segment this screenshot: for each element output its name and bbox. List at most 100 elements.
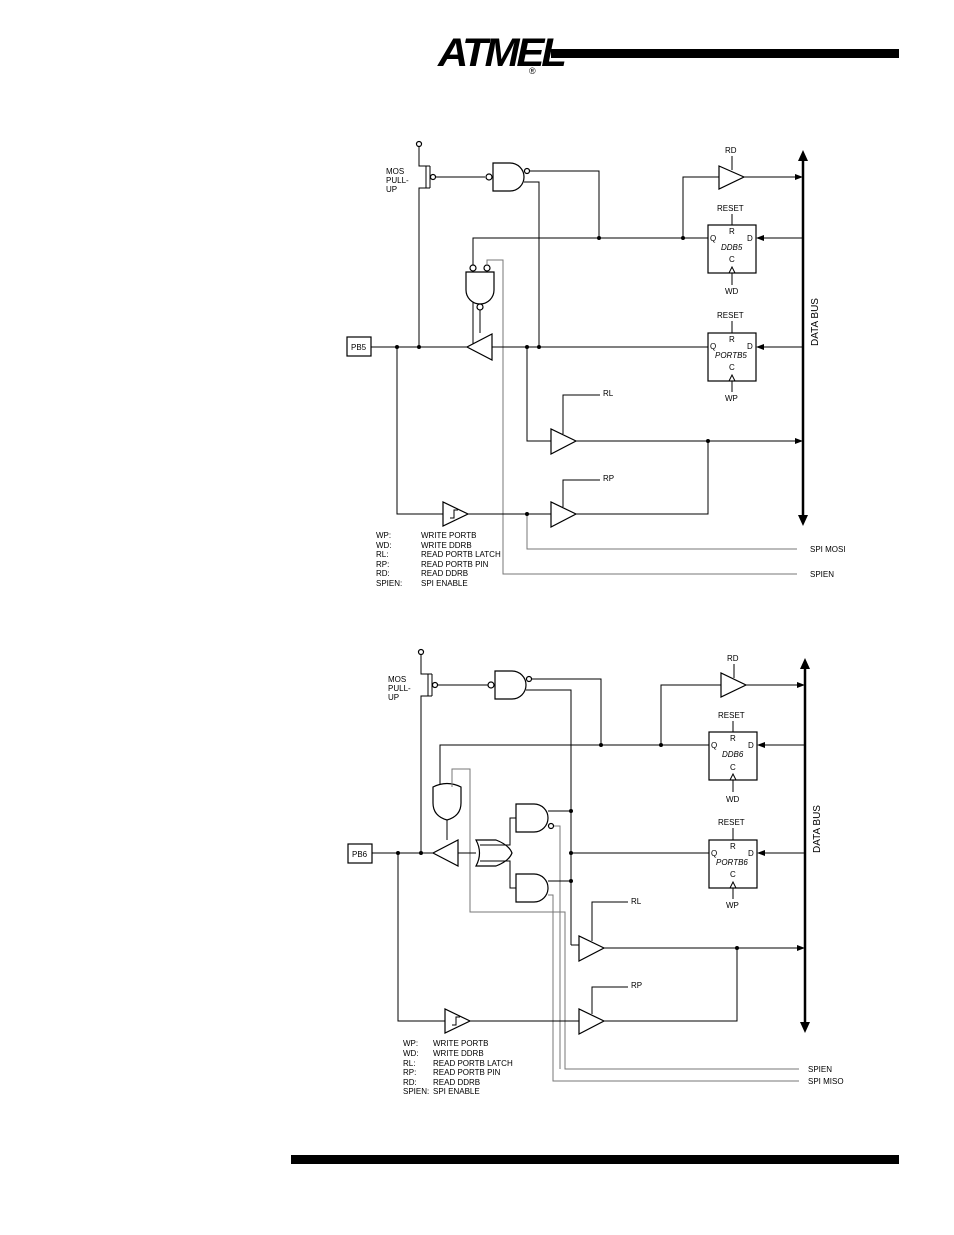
header-rule: [551, 49, 899, 58]
port-c: C: [730, 870, 736, 879]
ddb-c: C: [729, 255, 735, 264]
rp-buffer: [578, 1008, 606, 1035]
wd-label: WD: [725, 287, 739, 296]
data-bus-label: DATA BUS: [810, 298, 821, 346]
output-driver: [465, 333, 493, 361]
mos-gate-bubble: [429, 173, 437, 181]
legend-value: WRITE DDRB: [421, 541, 472, 550]
legend-value: READ DDRB: [433, 1078, 480, 1087]
port-q: Q: [711, 849, 717, 858]
ddb-r: R: [729, 227, 735, 236]
pin-label: PB5: [351, 343, 367, 352]
legend-key: WD:: [403, 1049, 419, 1058]
sig2-label: SPI MISO: [808, 1077, 844, 1086]
rl-buffer: [550, 428, 578, 455]
mos-label-2: PULL-: [386, 176, 409, 185]
port-name: PORTB6: [716, 858, 748, 867]
legend-value: SPI ENABLE: [421, 579, 468, 588]
legend-value: WRITE DDRB: [433, 1049, 484, 1058]
and-gate-upper: [515, 803, 549, 833]
legend-value: READ PORTB PIN: [433, 1068, 501, 1077]
port-q: Q: [710, 342, 716, 351]
legend-value: READ PORTB LATCH: [433, 1059, 513, 1068]
sig2-label: SPIEN: [810, 570, 834, 579]
and-gate-lower: [515, 873, 549, 903]
schmitt-trigger: [444, 1008, 472, 1034]
ddb-c: C: [730, 763, 736, 772]
mos-label-1: MOS: [388, 675, 406, 684]
ddb-d: D: [748, 741, 754, 750]
rd-label: RD: [725, 146, 737, 155]
registered-mark: ®: [529, 66, 536, 76]
legend-key: RL:: [376, 550, 388, 559]
legend-key: RP:: [376, 560, 389, 569]
logo-text: ATMEL: [438, 31, 567, 75]
ddb-name: DDB5: [721, 243, 743, 252]
ddb-reset-label: RESET: [717, 204, 744, 213]
port-reset-label: RESET: [718, 818, 745, 827]
nand-gate-mid: [465, 271, 495, 305]
nand-gate-top: [494, 670, 527, 700]
bus-arrow-top: [798, 150, 808, 161]
or-gate-vertical: [432, 782, 462, 821]
legend-value: READ PORTB PIN: [421, 560, 489, 569]
legend-key: WD:: [376, 541, 392, 550]
nand-input-bubble: [485, 173, 493, 181]
legend-key: RP:: [403, 1068, 416, 1077]
ddb-name: DDB6: [722, 750, 744, 759]
port-name: PORTB5: [715, 351, 747, 360]
rl-label: RL: [603, 389, 614, 398]
ddb-q: Q: [710, 234, 716, 243]
nand-gate-top: [492, 162, 525, 192]
legend-key: SPIEN:: [403, 1087, 429, 1096]
mos-label-1: MOS: [386, 167, 404, 176]
sig1-label: SPI MOSI: [810, 545, 846, 554]
ddb-d: D: [747, 234, 753, 243]
rd-buffer: [720, 672, 748, 698]
legend-key: WP:: [376, 531, 391, 540]
port-reset-label: RESET: [717, 311, 744, 320]
legend-value: READ PORTB LATCH: [421, 550, 501, 559]
ddb-q: Q: [711, 741, 717, 750]
legend-value: SPI ENABLE: [433, 1087, 480, 1096]
wp-label: WP: [725, 394, 738, 403]
legend-key: RL:: [403, 1059, 415, 1068]
rp-label: RP: [631, 981, 642, 990]
rd-buffer: [718, 165, 746, 190]
legend-key: RD:: [403, 1078, 417, 1087]
legend-value: WRITE PORTB: [421, 531, 476, 540]
rp-buffer: [550, 501, 578, 528]
legend-key: SPIEN:: [376, 579, 402, 588]
ddb-r: R: [730, 734, 736, 743]
sig1-label: SPIEN: [808, 1065, 832, 1074]
legend-key: WP:: [403, 1039, 418, 1048]
nand-output-bubble: [523, 167, 531, 175]
mos-transistor: [420, 655, 433, 853]
bus-arrow-bottom: [798, 515, 808, 526]
rl-label: RL: [631, 897, 642, 906]
rd-label: RD: [727, 654, 739, 663]
port-d: D: [748, 849, 754, 858]
ddb5-latch: [707, 224, 757, 274]
wd-label: WD: [726, 795, 740, 804]
pin-label: PB6: [352, 850, 368, 859]
ddb6-latch: [708, 731, 758, 781]
legend: WP: WRITE PORTB WD: WRITE DDRB RL: READ POR…: [376, 531, 501, 588]
legend: WP: WRITE PORTB WD: WRITE DDRB RL: READ POR…: [403, 1039, 513, 1096]
port-d: D: [747, 342, 753, 351]
mos-label-3: UP: [386, 185, 397, 194]
figure-pb5: DATA BUS PB5 MOS PULL- UP RD RESET R Q D: [346, 140, 846, 588]
rl-buffer: [578, 935, 606, 962]
legend-value: READ DDRB: [421, 569, 468, 578]
atmel-logo: ATMEL ®: [436, 30, 567, 78]
port-c: C: [729, 363, 735, 372]
footer-rule: [291, 1155, 899, 1164]
mos-label-3: UP: [388, 693, 399, 702]
wp-label: WP: [726, 901, 739, 910]
legend-value: WRITE PORTB: [433, 1039, 488, 1048]
vcc-terminal: [415, 140, 423, 148]
port-r: R: [729, 335, 735, 344]
mos-label-2: PULL-: [388, 684, 411, 693]
data-bus-label: DATA BUS: [812, 805, 823, 853]
